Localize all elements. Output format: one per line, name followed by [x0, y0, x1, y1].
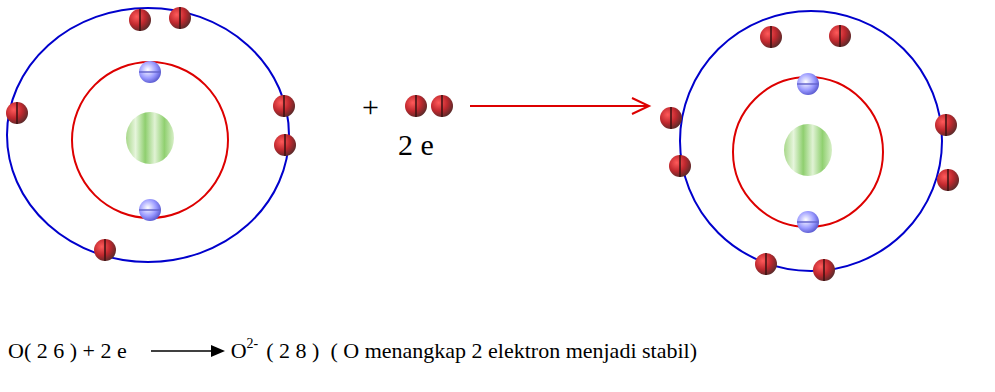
plus-sign: + — [362, 90, 379, 124]
equation-arrow — [151, 344, 225, 358]
equation-line: O( 2 6 ) + 2 e O2- ( 2 8 ) ( O menangkap 2… — [8, 338, 697, 364]
reactant-text: O( 2 6 ) + 2 e — [8, 338, 127, 364]
electron-count: 2 e — [398, 128, 434, 162]
ion-symbol: O — [231, 338, 247, 364]
ion-charge: 2- — [247, 336, 259, 352]
product-text: ( 2 8 ) ( O menangkap 2 elektron menjadi… — [266, 338, 697, 364]
